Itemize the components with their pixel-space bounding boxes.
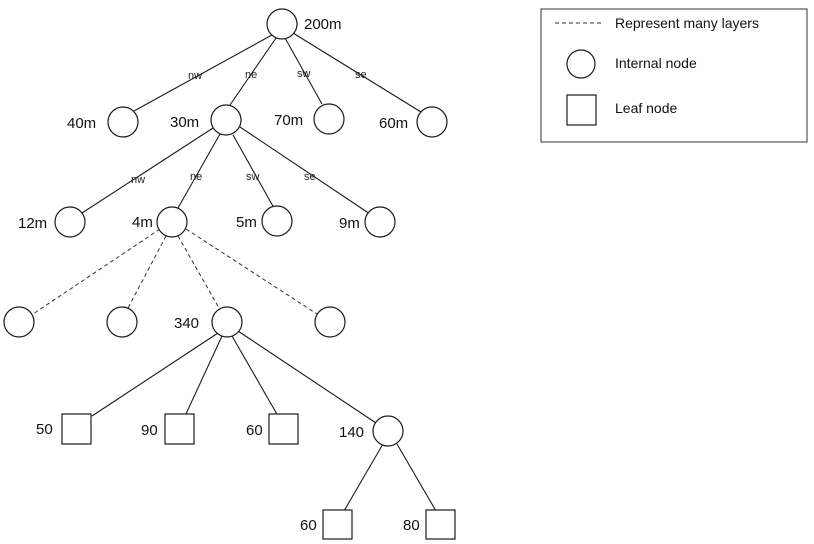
node-9m: 9m [339, 206, 396, 238]
edge-340-2 [184, 335, 223, 417]
node-label-90: 90 [141, 422, 158, 439]
legend-square-icon [566, 94, 597, 126]
edge-30m-ne [177, 133, 221, 209]
node-60m: 60m [379, 106, 448, 138]
edges-30m: nw ne sw se [81, 126, 371, 215]
node-340: 340 [174, 306, 243, 338]
edge-140-2 [396, 443, 437, 512]
node-label-340: 340 [174, 315, 199, 332]
edge-4m-4 [185, 228, 318, 315]
node-label-70m: 70m [274, 112, 303, 129]
node-70m: 70m [274, 103, 345, 135]
edge-root-ne [229, 37, 277, 106]
leaf-node-square [322, 509, 353, 540]
legend-internal-label: Internal node [615, 55, 697, 71]
node-label-40m: 40m [67, 115, 96, 132]
edge-label-30m-se: se [304, 171, 316, 183]
node-l3-4 [314, 306, 346, 338]
legend-dashed-label: Represent many layers [615, 15, 759, 31]
edges-140 [343, 443, 437, 512]
edge-root-se [292, 32, 422, 113]
legend-circle-icon [566, 49, 596, 79]
leaf-50: 50 [36, 413, 92, 445]
node-l3-1 [3, 306, 35, 338]
edge-30m-sw [232, 134, 275, 209]
node-12m: 12m [18, 206, 86, 238]
edge-30m-nw [81, 127, 214, 214]
edge-4m-1 [32, 228, 161, 315]
edge-140-1 [343, 443, 384, 512]
leaf-node-square [164, 413, 195, 445]
node-label-9m: 9m [339, 215, 360, 232]
leaf-node-square [268, 413, 299, 445]
leaf-80: 80 [403, 509, 456, 540]
leaf-node-square [425, 509, 456, 540]
internal-node-circle [211, 306, 243, 338]
leaf-60: 60 [246, 413, 299, 445]
edge-label-30m-ne: ne [190, 171, 202, 183]
edges-340 [91, 330, 377, 424]
edge-label-root-se: se [355, 69, 367, 81]
node-label-60: 60 [246, 422, 263, 439]
edge-root-nw [133, 34, 273, 112]
node-label-30m: 30m [170, 114, 199, 131]
edges-4m-dashed [32, 228, 318, 315]
edge-label-root-nw: nw [188, 70, 202, 82]
legend-leaf-label: Leaf node [615, 100, 677, 116]
node-root: 200m [266, 8, 342, 40]
node-label-5m: 5m [236, 214, 257, 231]
edge-340-4 [237, 330, 377, 424]
node-label-60m: 60m [379, 115, 408, 132]
edges-root: nw ne sw se [133, 32, 422, 113]
edge-label-root-ne: ne [245, 69, 257, 81]
internal-node-circle [314, 306, 346, 338]
internal-node-circle [107, 106, 139, 138]
node-label-4m: 4m [132, 214, 153, 231]
internal-node-circle [364, 206, 396, 238]
node-140: 140 [339, 415, 404, 447]
edge-label-30m-sw: sw [246, 171, 260, 183]
leaf-60b: 60 [300, 509, 353, 540]
edge-label-root-sw: sw [297, 68, 311, 80]
edge-340-1 [91, 332, 219, 417]
node-label-80: 80 [403, 517, 420, 534]
internal-node-circle [416, 106, 448, 138]
internal-node-circle [266, 8, 298, 40]
internal-node-circle [3, 306, 35, 338]
internal-node-circle [372, 415, 404, 447]
node-label-140: 140 [339, 424, 364, 441]
internal-node-circle [156, 206, 188, 238]
node-label-12m: 12m [18, 215, 47, 232]
node-5m: 5m [236, 205, 293, 237]
node-40m: 40m [67, 106, 139, 138]
node-label-50: 50 [36, 421, 53, 438]
internal-node-circle [106, 306, 138, 338]
node-label-60b: 60 [300, 517, 317, 534]
edge-4m-3 [177, 235, 220, 309]
internal-node-circle [313, 103, 345, 135]
node-30m: 30m [170, 104, 242, 136]
edge-label-30m-nw: nw [131, 174, 145, 186]
edge-30m-se [239, 126, 371, 215]
internal-node-circle [210, 104, 242, 136]
internal-node-circle [54, 206, 86, 238]
leaf-node-square [61, 413, 92, 445]
node-4m: 4m [132, 206, 188, 238]
edge-340-3 [231, 335, 279, 417]
leaf-90: 90 [141, 413, 195, 445]
node-l3-2 [106, 306, 138, 338]
legend: Represent many layers Internal node Leaf… [540, 8, 808, 143]
edge-root-sw [284, 37, 323, 105]
node-label-root: 200m [304, 16, 342, 33]
internal-node-circle [261, 205, 293, 237]
